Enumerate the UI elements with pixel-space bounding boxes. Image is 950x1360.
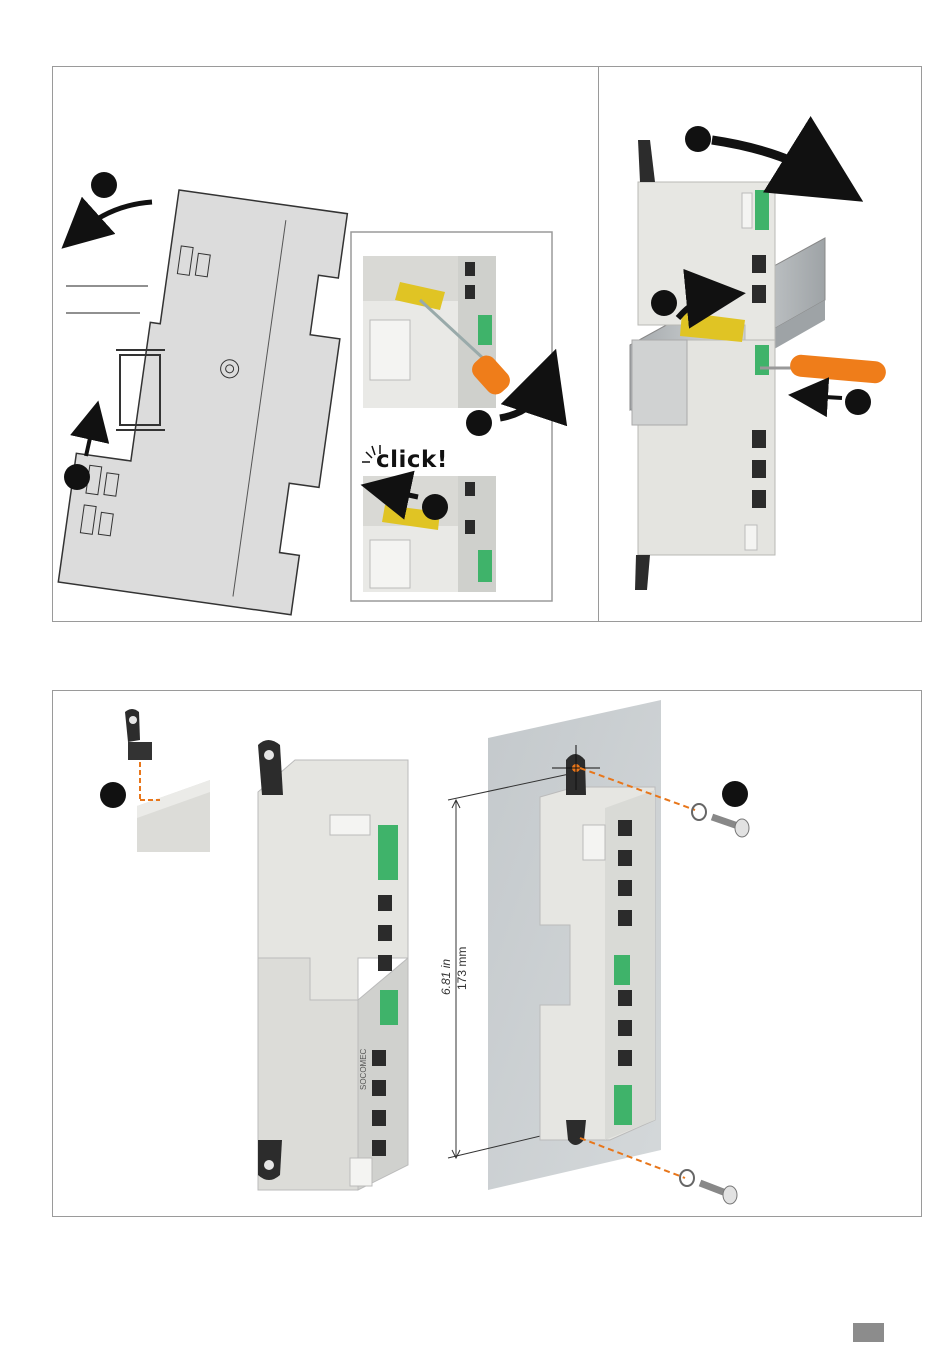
mounting-bracket-icon	[638, 140, 655, 182]
rotate-arrow-icon	[712, 140, 825, 178]
callout-1	[91, 172, 117, 198]
screw-icon	[700, 1183, 737, 1204]
detail-inset	[351, 232, 552, 601]
wall-mount-diagram: 6.81 in 173 mm	[439, 700, 749, 1204]
mounting-bracket-icon	[258, 740, 283, 795]
bracket-detail	[100, 709, 210, 852]
callout-3	[845, 389, 871, 415]
device-with-brackets: SOCOMEC	[258, 740, 408, 1190]
click-label: click!	[376, 447, 448, 473]
washer-icon	[692, 804, 706, 820]
removal-diagram	[630, 126, 887, 590]
callout-1	[685, 126, 711, 152]
mounting-bracket-icon	[635, 555, 650, 590]
dimension-mm: 173 mm	[455, 947, 469, 990]
push-arrow-icon	[86, 420, 94, 456]
screwdriver-icon	[789, 354, 887, 384]
mounting-bracket-icon	[125, 709, 140, 742]
washer-icon	[680, 1170, 694, 1186]
dimension-inches: 6.81 in	[439, 959, 453, 995]
callout-2	[722, 781, 748, 807]
rotate-arrow-icon	[80, 202, 152, 232]
brand-label: SOCOMEC	[359, 1048, 368, 1090]
callout-2	[651, 290, 677, 316]
page-number-tab	[853, 1323, 884, 1342]
callout-1	[100, 782, 126, 808]
inset-photo-lower	[363, 476, 496, 592]
callout-3	[466, 410, 492, 436]
callout-2	[64, 464, 90, 490]
screw-icon	[712, 817, 749, 837]
push-arrow-icon	[808, 396, 842, 398]
tilted-device-diagram	[58, 172, 357, 616]
callout-4	[422, 494, 448, 520]
mounting-bracket-icon	[258, 1140, 282, 1180]
